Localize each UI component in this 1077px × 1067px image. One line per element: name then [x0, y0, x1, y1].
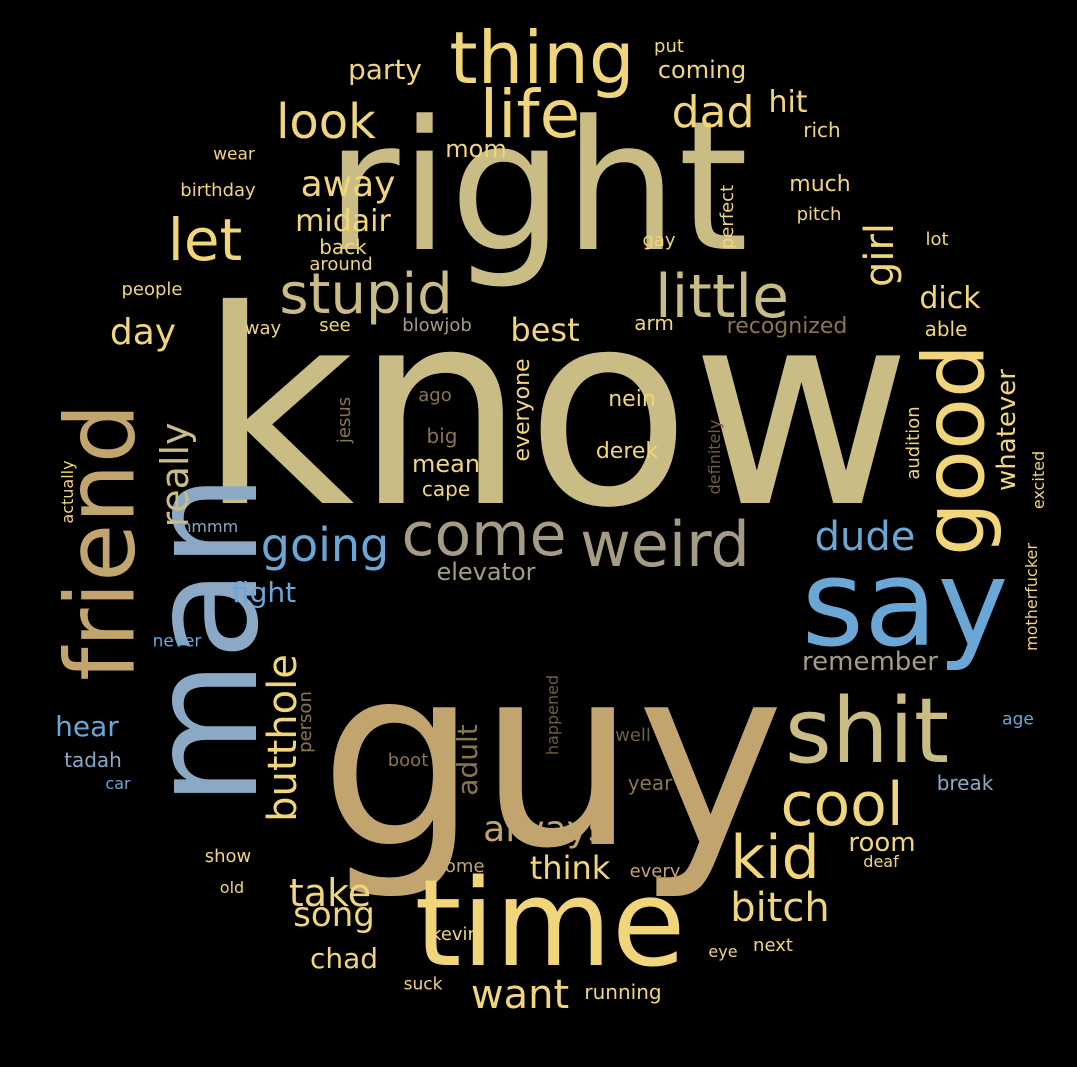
word-time: time — [414, 855, 686, 994]
word-every: every — [629, 861, 681, 882]
word-remember: remember — [802, 647, 938, 677]
word-blowjob: blowjob — [402, 315, 472, 336]
word-know: know — [198, 252, 912, 567]
word-dude: dude — [814, 514, 916, 560]
word-back: back — [319, 235, 367, 259]
word-thing: thing — [449, 16, 635, 100]
word-much: much — [789, 172, 851, 197]
word-come: come — [401, 500, 567, 570]
word-put: put — [654, 36, 684, 57]
word-way: way — [244, 318, 282, 339]
word-next: next — [753, 935, 793, 956]
word-think: think — [529, 849, 611, 887]
word-happened: happened — [543, 674, 562, 756]
word-coming: coming — [657, 56, 747, 84]
word-whatever: whatever — [992, 369, 1022, 491]
word-cool: cool — [780, 770, 904, 840]
word-excited: excited — [1029, 450, 1048, 510]
word-car: car — [105, 774, 131, 793]
word-right: right — [325, 83, 749, 292]
word-always: always — [483, 809, 607, 850]
word-elevator: elevator — [436, 558, 536, 586]
word-going: going — [260, 518, 390, 572]
word-see: see — [319, 315, 351, 336]
word-let: let — [167, 206, 243, 274]
word-party: party — [348, 53, 422, 86]
word-life: life — [479, 76, 581, 153]
word-bitch: bitch — [730, 885, 830, 931]
word-motherfucker: motherfucker — [1022, 543, 1041, 651]
word-hit: hit — [768, 85, 808, 120]
word-rich: rich — [803, 118, 841, 142]
word-able: able — [924, 317, 968, 341]
word-lot: lot — [925, 229, 949, 250]
word-hear: hear — [55, 710, 119, 743]
word-old: old — [219, 878, 245, 897]
word-age: age — [1002, 709, 1034, 730]
word-person: person — [295, 691, 316, 753]
word-kid: kid — [730, 823, 820, 893]
word-everyone: everyone — [510, 358, 535, 462]
word-perfect: perfect — [717, 184, 738, 250]
word-stupid: stupid — [279, 262, 453, 327]
word-look: look — [276, 94, 376, 150]
word-want: want — [470, 972, 570, 1018]
word-never: never — [152, 631, 202, 652]
word-home: home — [433, 856, 485, 877]
word-best: best — [510, 311, 580, 349]
word-good: good — [905, 344, 1005, 556]
word-big: big — [426, 424, 458, 448]
word-away: away — [300, 164, 396, 205]
word-ago: ago — [418, 385, 452, 406]
word-room: room — [848, 828, 916, 858]
word-arm: arm — [634, 311, 674, 335]
word-deaf: deaf — [863, 852, 899, 871]
word-eye: eye — [708, 942, 738, 961]
word-well: well — [615, 725, 651, 746]
word-recognized: recognized — [726, 314, 848, 339]
word-song: song — [293, 895, 375, 935]
word-say: say — [801, 535, 1009, 674]
word-mom: mom — [445, 135, 507, 163]
word-guy: guy — [319, 612, 785, 903]
word-mmmm: mmmm — [175, 517, 239, 536]
word-weird: weird — [580, 508, 750, 581]
word-pitch: pitch — [796, 204, 842, 225]
word-midair: midair — [295, 204, 391, 239]
word-derek: derek — [595, 439, 659, 464]
word-nein: nein — [608, 387, 656, 412]
word-dick: dick — [919, 281, 981, 316]
word-chad: chad — [309, 942, 379, 975]
word-year: year — [627, 771, 673, 795]
word-jesus: jesus — [334, 396, 355, 444]
word-shit: shit — [784, 679, 950, 784]
word-around: around — [309, 254, 373, 275]
word-gay: gay — [642, 230, 676, 251]
word-birthday: birthday — [180, 180, 256, 201]
word-actually: actually — [58, 460, 77, 524]
word-mean: mean — [411, 450, 481, 478]
word-cape: cape — [421, 477, 471, 501]
word-dad: dad — [671, 87, 755, 138]
word-really: really — [153, 422, 197, 528]
word-boot: boot — [387, 750, 429, 771]
word-tadah: tadah — [64, 748, 122, 772]
word-fight: fight — [231, 576, 297, 609]
word-definitely: definitely — [705, 419, 724, 495]
word-little: little — [655, 262, 789, 332]
word-people: people — [121, 279, 183, 300]
word-girl: girl — [857, 222, 903, 288]
word-friend: friend — [46, 403, 157, 681]
word-audition: audition — [903, 406, 924, 480]
word-adult: adult — [451, 724, 484, 796]
word-suck: suck — [403, 974, 443, 995]
word-running: running — [584, 980, 662, 1004]
word-day: day — [109, 312, 177, 353]
word-wear: wear — [213, 144, 255, 165]
word-kevin: kevin — [431, 924, 479, 945]
word-take: take — [288, 871, 372, 915]
word-break: break — [936, 771, 994, 795]
word-show: show — [204, 846, 252, 867]
